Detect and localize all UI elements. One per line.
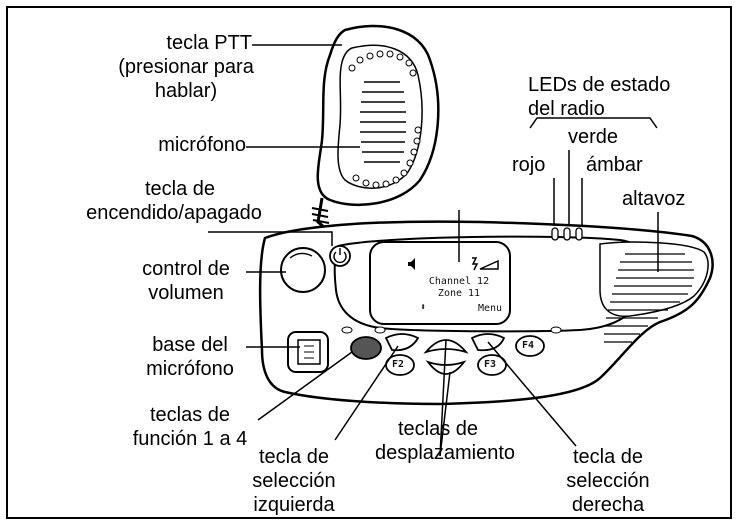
label-ptt-line2: (presionar para — [118, 56, 254, 78]
label-ptt-line3: hablar) — [154, 80, 218, 102]
leader-scroll-up — [439, 339, 447, 457]
label-right-select-line3: derecha — [571, 494, 645, 516]
display-arrows: ⬍ — [420, 302, 427, 313]
led-amber — [575, 227, 583, 241]
leader-function-keys — [257, 351, 353, 421]
label-ptt-line1: tecla PTT — [166, 32, 252, 54]
microphone-grille-holes — [348, 50, 422, 189]
leader-scroll-down — [439, 371, 451, 457]
label-amber: ámbar — [586, 154, 643, 176]
label-red: rojo — [512, 154, 546, 176]
cable-coils — [311, 207, 330, 224]
leader-leds-bracket — [529, 117, 658, 129]
label-power-line1: tecla de — [144, 178, 216, 200]
label-speaker: altavoz — [622, 188, 686, 210]
display-channel: Channel 12 — [428, 276, 490, 287]
signal-strength-icon — [471, 257, 499, 271]
speaker-panel — [599, 241, 709, 317]
jack-pins — [304, 345, 314, 359]
f4-key-label: F4 — [522, 340, 535, 351]
speaker-icon — [408, 258, 415, 270]
f3-key-label: F3 — [484, 359, 497, 370]
label-left-select-line1: tecla de — [258, 446, 330, 468]
label-right-select-line2: selección — [566, 470, 650, 492]
display-menu: Menu — [478, 303, 503, 314]
speaker-grille — [604, 253, 694, 343]
label-mic-base-line2: micrófono — [146, 358, 234, 380]
volume-knob — [280, 247, 326, 293]
label-function-keys-line2: función 1 a 4 — [132, 428, 248, 450]
led-green — [563, 227, 571, 241]
label-leds-line1: LEDs de estado — [528, 74, 671, 96]
volume-knob-grip — [289, 252, 313, 259]
f3-key — [477, 354, 507, 376]
f2-key-label: F2 — [392, 359, 405, 370]
label-left-select-line2: selección — [252, 470, 336, 492]
f4-key — [515, 335, 545, 357]
label-microphone: micrófono — [158, 134, 246, 156]
label-right-select-line1: tecla de — [572, 446, 644, 468]
leader-right-select — [487, 341, 577, 447]
label-scroll-keys-line2: desplazamiento — [374, 442, 516, 464]
f1-key — [350, 336, 382, 360]
label-left-select-line3: izquierda — [253, 494, 335, 516]
microphone-grille-slots — [360, 81, 406, 163]
label-volume-line1: control de — [142, 258, 230, 280]
power-icon — [333, 248, 347, 264]
left-select-key — [384, 333, 420, 352]
leader-lines — [208, 44, 659, 457]
label-mic-base-line1: base del — [152, 334, 228, 356]
label-scroll-keys-line1: teclas de — [397, 418, 479, 440]
label-power-line2: encendido/apagado — [86, 202, 262, 224]
lcd-display — [369, 241, 511, 325]
diagram-border — [6, 6, 732, 519]
display-zone: Zone 11 — [437, 288, 481, 299]
leader-power — [208, 231, 333, 246]
label-green: verde — [568, 126, 619, 148]
label-leds-line2: del radio — [528, 98, 605, 120]
scroll-down-key — [425, 360, 467, 375]
led-red — [551, 227, 559, 241]
label-volume-line2: volumen — [148, 282, 224, 304]
face-dots — [341, 326, 562, 334]
power-button — [329, 245, 351, 267]
label-function-keys-line1: teclas de — [149, 404, 231, 426]
leader-left-select — [334, 345, 399, 441]
